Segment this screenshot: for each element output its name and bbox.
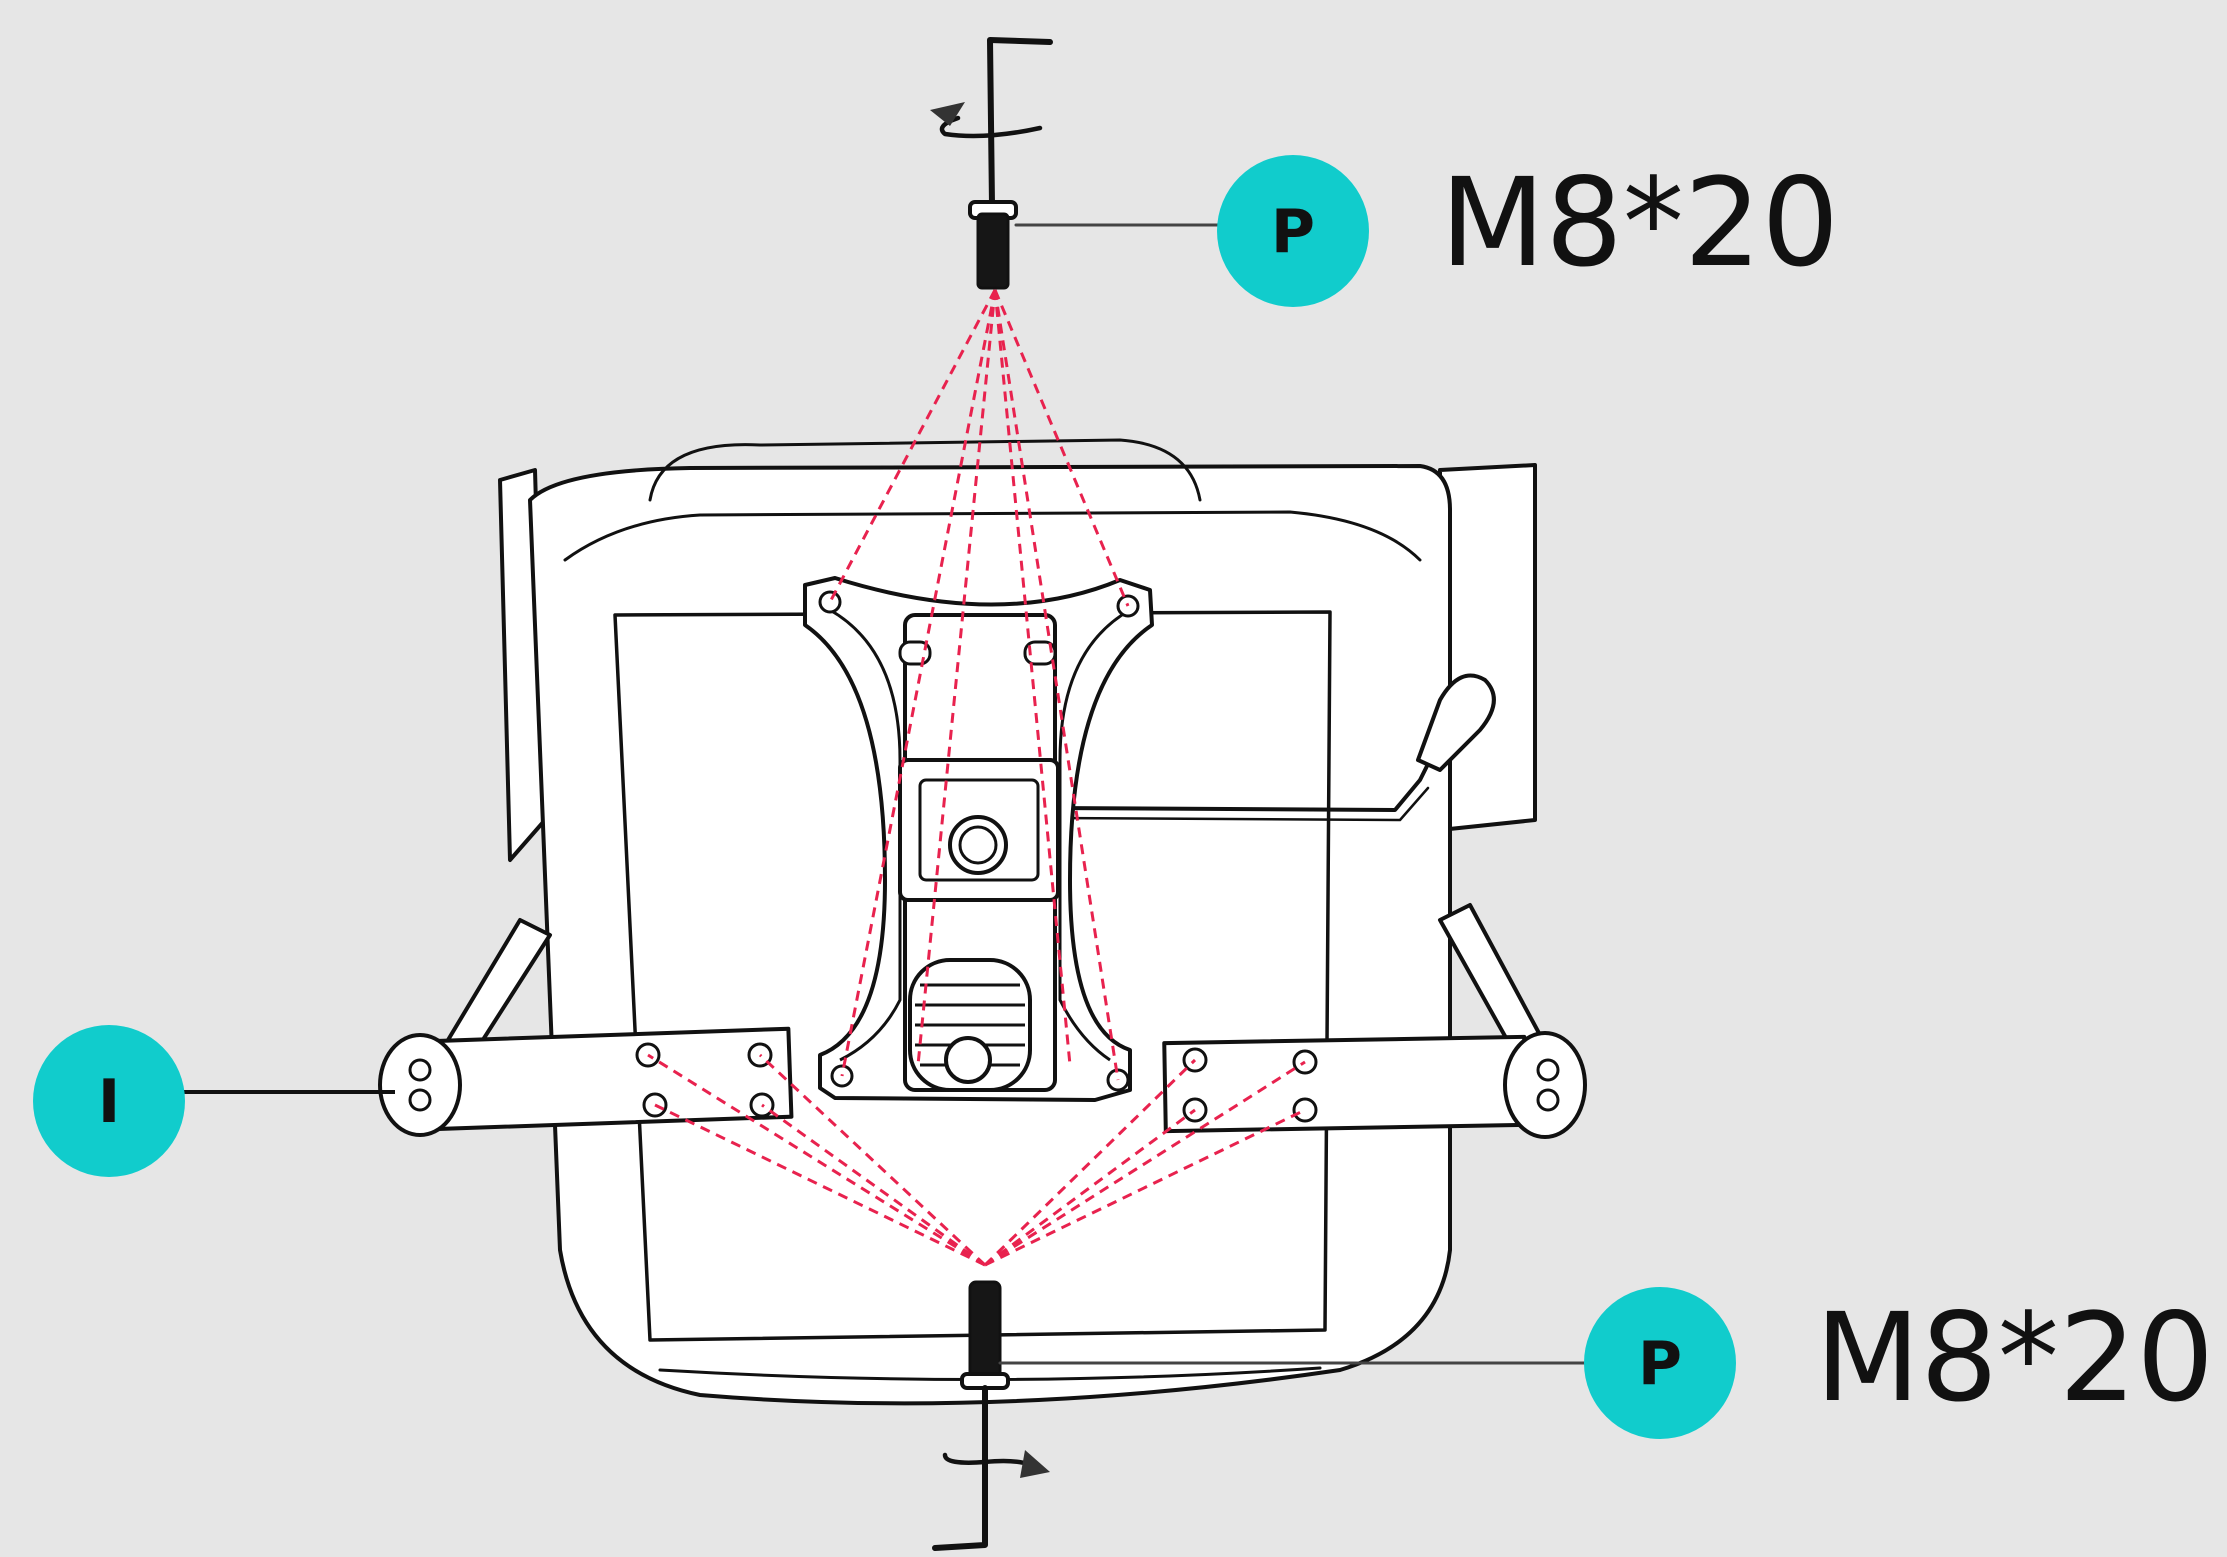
- callout-badge-top: [1217, 155, 1369, 307]
- guide-bottom-5: [983, 1058, 1197, 1267]
- callout-armrest: I: [33, 1025, 185, 1177]
- callout-letter-bottom: P: [1638, 1329, 1682, 1399]
- right-armrest-end: [1503, 1031, 1587, 1139]
- bottom-allen-key-icon: [932, 1385, 988, 1551]
- top-allen-key-icon: [987, 37, 1053, 208]
- top-screw-assembly: [930, 37, 1224, 290]
- tension-knob-cap: [944, 1036, 992, 1084]
- callout-badge-bottom: [1584, 1287, 1736, 1439]
- top-rotate-arrow-icon: [939, 115, 1043, 139]
- plate-inner-edge-right: [1058, 608, 1131, 1062]
- left-armrest-bracket: [378, 918, 794, 1137]
- gas-cylinder-socket-inner: [958, 825, 998, 865]
- guide-top-6: [993, 289, 1072, 1066]
- guide-bottom-6: [984, 1060, 1306, 1267]
- tilt-lever-knob: [1416, 673, 1496, 772]
- left-armrest-end: [378, 1033, 462, 1137]
- tilt-lever-rod-inner: [1048, 786, 1430, 822]
- right-bar-hole-4: [1292, 1097, 1318, 1123]
- callout-spec-bottom: M8*20: [1815, 1287, 2214, 1429]
- guide-bottom-2: [758, 1053, 987, 1267]
- guide-top-2: [993, 289, 1130, 607]
- alignment-guides-bottom: [647, 1053, 1306, 1267]
- callout-spec-top: M8*20: [1440, 152, 1839, 294]
- plate-inner-edge: [829, 608, 902, 1062]
- callout-badge-armrest: [33, 1025, 185, 1177]
- bottom-rotate-arrowhead-icon: [1020, 1450, 1050, 1478]
- left-armrest-end-hole-bottom: [408, 1088, 432, 1112]
- bottom-screw-icon: [968, 1280, 1002, 1382]
- seat-top-roll: [648, 438, 1202, 502]
- seat-cushion-inner: [563, 510, 1422, 562]
- right-armrest-end-hole-top: [1536, 1058, 1560, 1082]
- guide-top-3: [840, 289, 997, 1077]
- guide-top-1: [828, 289, 997, 603]
- plate-slot-right: [1023, 640, 1057, 666]
- callout-top: P M8*20: [1217, 152, 1839, 307]
- tilt-lever: [1048, 673, 1496, 822]
- guide-top-4: [993, 289, 1120, 1081]
- callout-letter-armrest: I: [98, 1067, 120, 1137]
- guide-bottom-4: [761, 1103, 986, 1267]
- right-side-bracket: [1438, 463, 1537, 832]
- top-rotate-arrowhead-icon: [930, 102, 965, 126]
- guide-bottom-1: [647, 1053, 986, 1267]
- top-screw-icon: [976, 212, 1010, 290]
- right-armrest-end-hole-bottom: [1536, 1088, 1560, 1112]
- alignment-guides-top: [828, 289, 1130, 1081]
- guide-bottom-7: [984, 1108, 1196, 1267]
- right-armrest-arm: [1438, 903, 1542, 1047]
- callout-letter-top: P: [1271, 197, 1315, 267]
- tension-knob-ridges: [915, 983, 1025, 1067]
- guide-bottom-8: [984, 1108, 1306, 1267]
- mechanism-plate: [803, 576, 1154, 1102]
- left-armrest-end-hole-top: [408, 1058, 432, 1082]
- bottom-screw-assembly: [932, 1280, 1592, 1551]
- callout-bottom: P M8*20: [1584, 1287, 2214, 1439]
- guide-top-5: [916, 289, 997, 1066]
- plate-hole-top-left: [818, 590, 842, 614]
- left-armrest-bar: [426, 1026, 794, 1132]
